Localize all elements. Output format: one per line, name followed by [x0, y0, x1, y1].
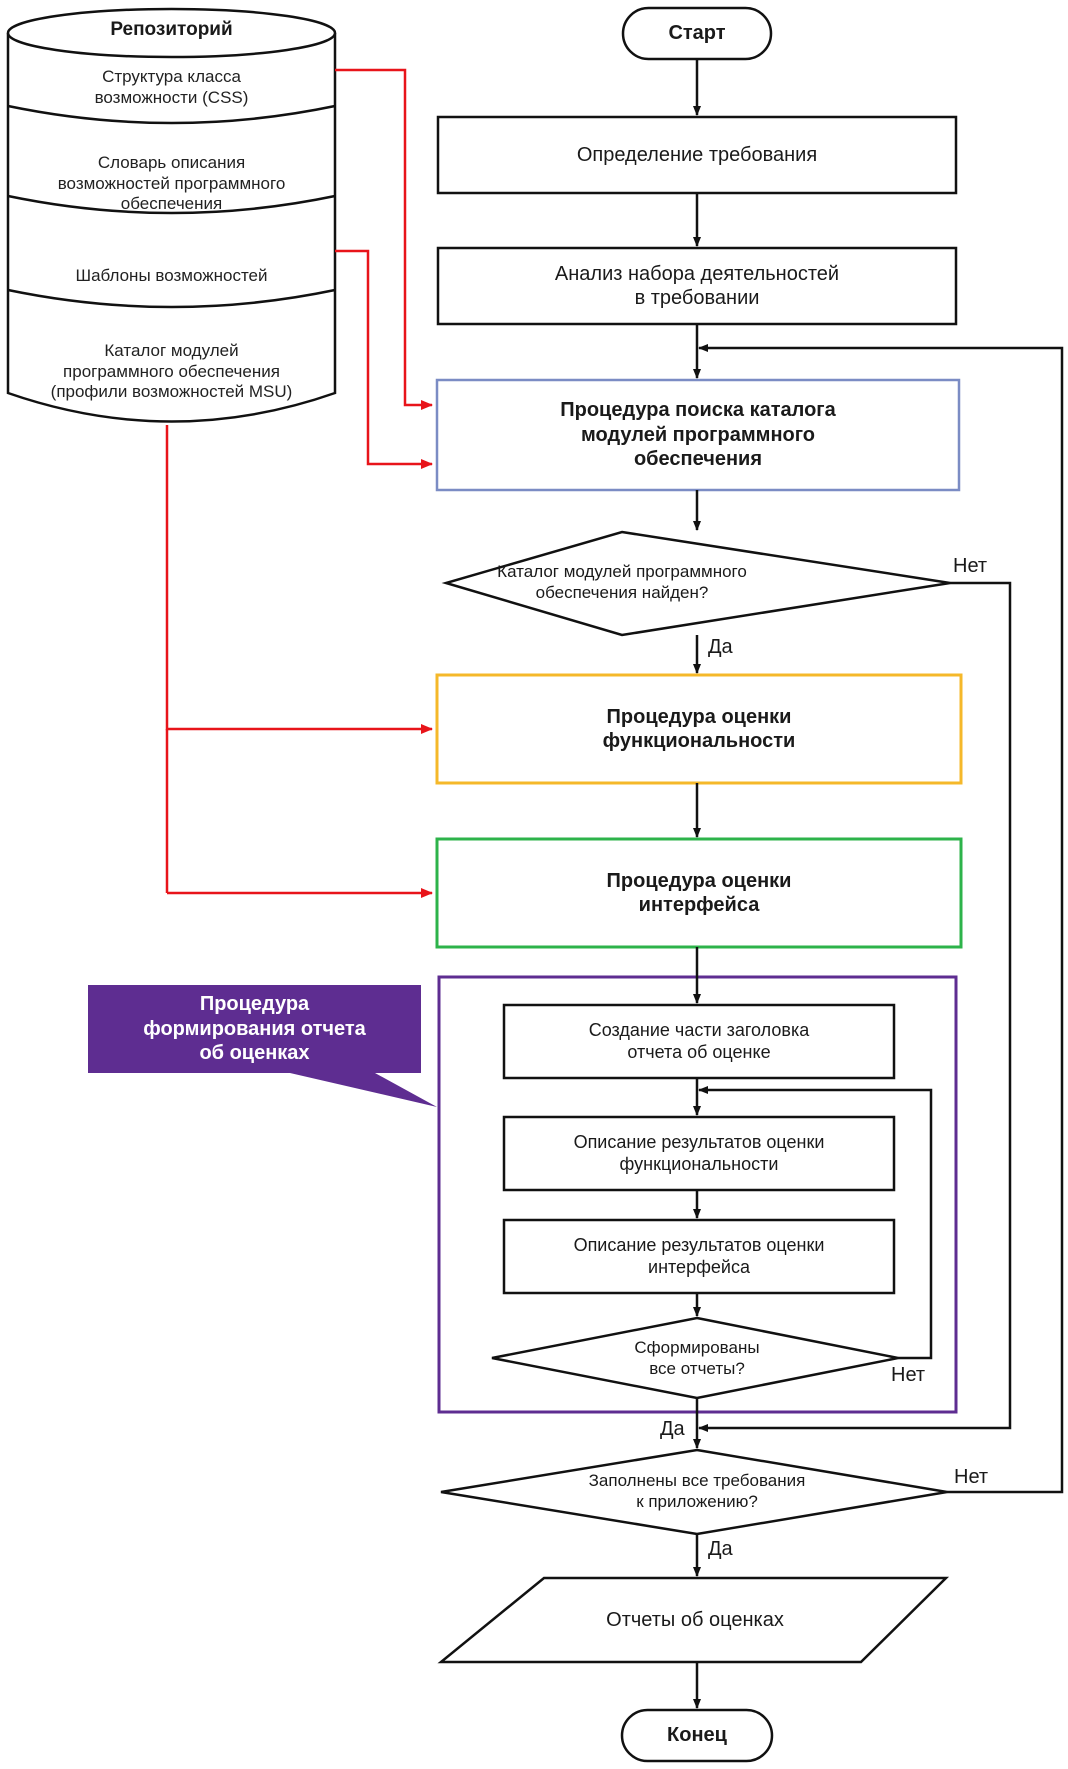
interface-procedure-box — [435, 837, 963, 949]
interface-procedure-label: Процедура оценки интерфейса — [606, 869, 792, 916]
link-css-to-search — [335, 68, 433, 410]
describe-functionality-box — [502, 1115, 896, 1192]
repository-section-css: Структура класса возможности (CSS) — [94, 67, 249, 107]
cylinder-body — [6, 33, 337, 423]
catalog-found-decision — [441, 530, 951, 637]
loop-requirements-no — [698, 344, 1064, 1494]
all-reports-label: Сформированы все отчеты? — [634, 1338, 760, 1378]
reports-output-parallelogram — [437, 1576, 950, 1664]
analyze-activities-box — [436, 246, 958, 326]
end-terminator — [620, 1708, 774, 1763]
link-catalog-to-functionality — [165, 425, 433, 734]
catalog-found-label: Каталог модулей программного обеспечения… — [497, 562, 747, 602]
end-label: Конец — [667, 1724, 727, 1747]
describe-functionality-label: Описание результатов оценки функциональн… — [573, 1131, 825, 1174]
repository-section-dictionary: Словарь описания возможностей программно… — [57, 152, 286, 214]
cylinder-divider-1 — [7, 104, 336, 125]
define-requirement-box — [436, 115, 958, 195]
data-links — [165, 68, 433, 898]
define-requirement-label: Определение требования — [576, 143, 818, 166]
cylinder-divider-2 — [7, 194, 336, 215]
create-header-box — [502, 1003, 896, 1080]
describe-interface-label: Описание результатов оценки интерфейса — [573, 1234, 825, 1277]
loop-catalog-not-found — [698, 581, 1012, 1432]
functionality-procedure-label: Процедура оценки функциональности — [602, 705, 796, 752]
cylinder-top — [6, 7, 337, 59]
branch-no-catalog: Нет — [953, 555, 988, 577]
repository-cylinder — [6, 7, 337, 423]
search-procedure-label: Процедура поиска каталога модулей програ… — [560, 399, 836, 471]
loop-reports-no — [698, 1086, 933, 1360]
flow-connectors — [693, 59, 1064, 1709]
all-requirements-label: Заполнены все требования к приложению? — [588, 1471, 806, 1511]
cylinder-divider-3 — [7, 288, 336, 309]
create-header-label: Создание части заголовка отчета об оценк… — [588, 1019, 810, 1062]
branch-yes-catalog: Да — [708, 636, 733, 658]
report-callout-shape — [88, 985, 437, 1107]
reports-output-label: Отчеты об оценках — [606, 1608, 784, 1631]
link-templates-to-search — [335, 249, 433, 469]
report-callout-label: Процедура формирования отчета об оценках — [143, 993, 366, 1065]
search-procedure-box — [435, 378, 961, 492]
repository-title: Репозиторий — [110, 19, 233, 41]
branch-yes-reports: Да — [660, 1418, 685, 1440]
branch-yes-requirements: Да — [708, 1538, 733, 1560]
repository-section-templates: Шаблоны возможностей — [75, 265, 268, 285]
repository-section-catalog: Каталог модулей программного обеспечения… — [50, 340, 293, 402]
describe-interface-box — [502, 1218, 896, 1295]
branch-no-reports: Нет — [891, 1364, 926, 1386]
branch-no-requirements: Нет — [954, 1466, 989, 1488]
start-label: Старт — [668, 22, 726, 45]
analyze-activities-label: Анализ набора деятельностей в требовании — [554, 262, 840, 309]
functionality-procedure-box — [435, 673, 963, 785]
